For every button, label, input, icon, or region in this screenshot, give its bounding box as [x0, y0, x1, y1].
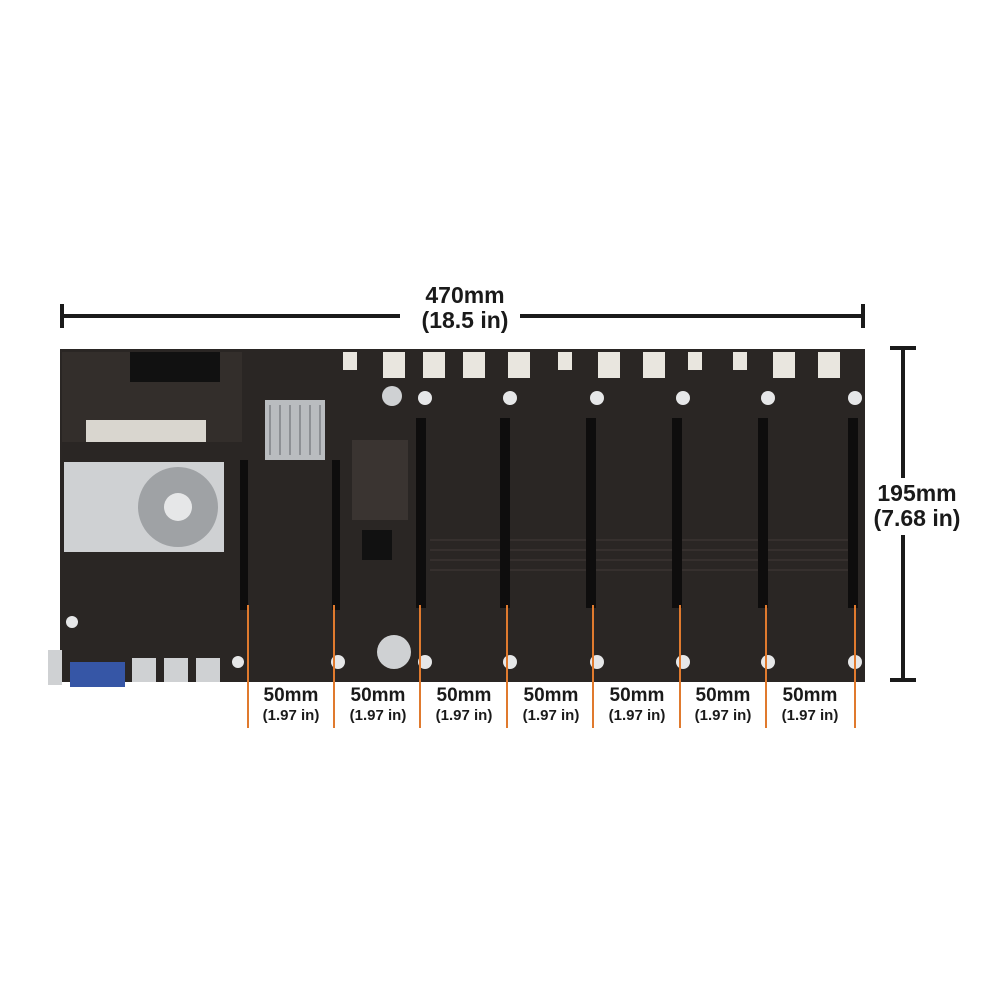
- width-in: (18.5 in): [421, 307, 509, 333]
- chipset-heatsink: [265, 400, 325, 460]
- slot-spacing-label: 50mm (1.97 in): [781, 685, 839, 724]
- slot-spacing-label: 50mm (1.97 in): [608, 685, 666, 724]
- width-label: 470mm (18.5 in): [400, 283, 530, 333]
- power-connectors: [343, 352, 840, 378]
- width-dimension-line: [60, 304, 865, 328]
- pcie-slots: [240, 418, 858, 610]
- height-label: 195mm (7.68 in): [862, 481, 972, 531]
- sodimm-slot: [86, 420, 206, 442]
- width-mm: 470mm: [425, 282, 505, 308]
- height-mm: 195mm: [877, 480, 957, 506]
- height-dimension-line: [890, 346, 916, 682]
- slot-spacing-label: 50mm (1.97 in): [435, 685, 493, 724]
- slot-spacing-label: 50mm (1.97 in): [349, 685, 407, 724]
- motherboard: [48, 349, 865, 687]
- slot-spacing-label: 50mm (1.97 in): [262, 685, 320, 724]
- height-in: (7.68 in): [873, 505, 961, 531]
- vga-port: [70, 662, 125, 687]
- slot-guide-lines: [247, 605, 856, 728]
- slot-spacing-label: 50mm (1.97 in): [522, 685, 580, 724]
- slot-spacing-label: 50mm (1.97 in): [694, 685, 752, 724]
